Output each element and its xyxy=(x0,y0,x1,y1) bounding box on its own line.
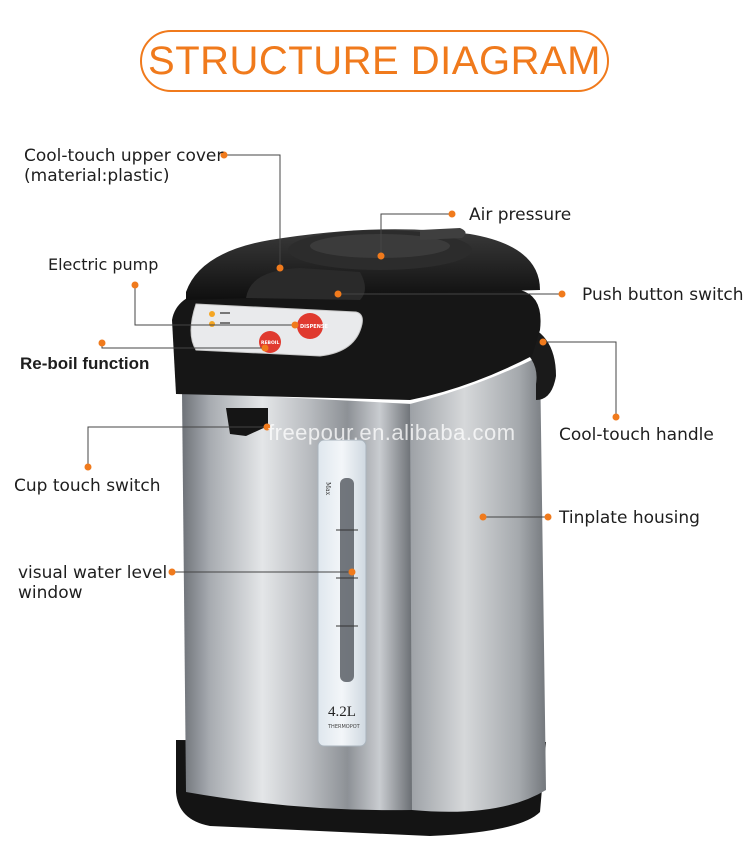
dispense-button xyxy=(297,313,323,339)
label-upper-cover-line1: Cool-touch upper cover xyxy=(24,146,224,166)
control-panel xyxy=(190,303,363,357)
label-cup-touch: Cup touch switch xyxy=(14,476,161,496)
label-water-window: visual water level window xyxy=(18,563,167,603)
steel-housing-side xyxy=(410,356,546,812)
diagram-title: STRUCTURE DIAGRAM xyxy=(148,38,601,83)
label-handle: Cool-touch handle xyxy=(559,425,714,445)
title-badge: STRUCTURE DIAGRAM xyxy=(140,30,609,92)
reboil-text: REBOIL xyxy=(261,340,279,346)
label-water-window-line2: window xyxy=(18,583,83,603)
label-upper-cover: Cool-touch upper cover (material:plastic… xyxy=(24,146,223,186)
water-window-tube xyxy=(340,478,354,682)
spout xyxy=(226,408,268,436)
dispense-text: DISPENSE xyxy=(300,324,328,330)
label-upper-cover-line2: (material:plastic) xyxy=(24,166,170,186)
steel-housing xyxy=(182,392,412,811)
marker-dots xyxy=(84,151,620,576)
label-water-window-line1: visual water level xyxy=(18,563,168,583)
watermark: freepour.en.alibaba.com xyxy=(268,420,516,445)
label-air-pressure: Air pressure xyxy=(469,205,572,225)
capacity-text: 4.2L xyxy=(328,704,356,720)
label-electric-pump: Electric pump xyxy=(48,255,159,274)
window-max-text: Max xyxy=(324,482,331,496)
label-housing: Tinplate housing xyxy=(559,508,700,528)
brand-small-text: THERMOPOT xyxy=(327,724,361,730)
label-reboil: Re-boil function xyxy=(20,354,150,373)
label-push-button: Push button switch xyxy=(582,285,744,305)
leader-lines xyxy=(87,154,617,573)
